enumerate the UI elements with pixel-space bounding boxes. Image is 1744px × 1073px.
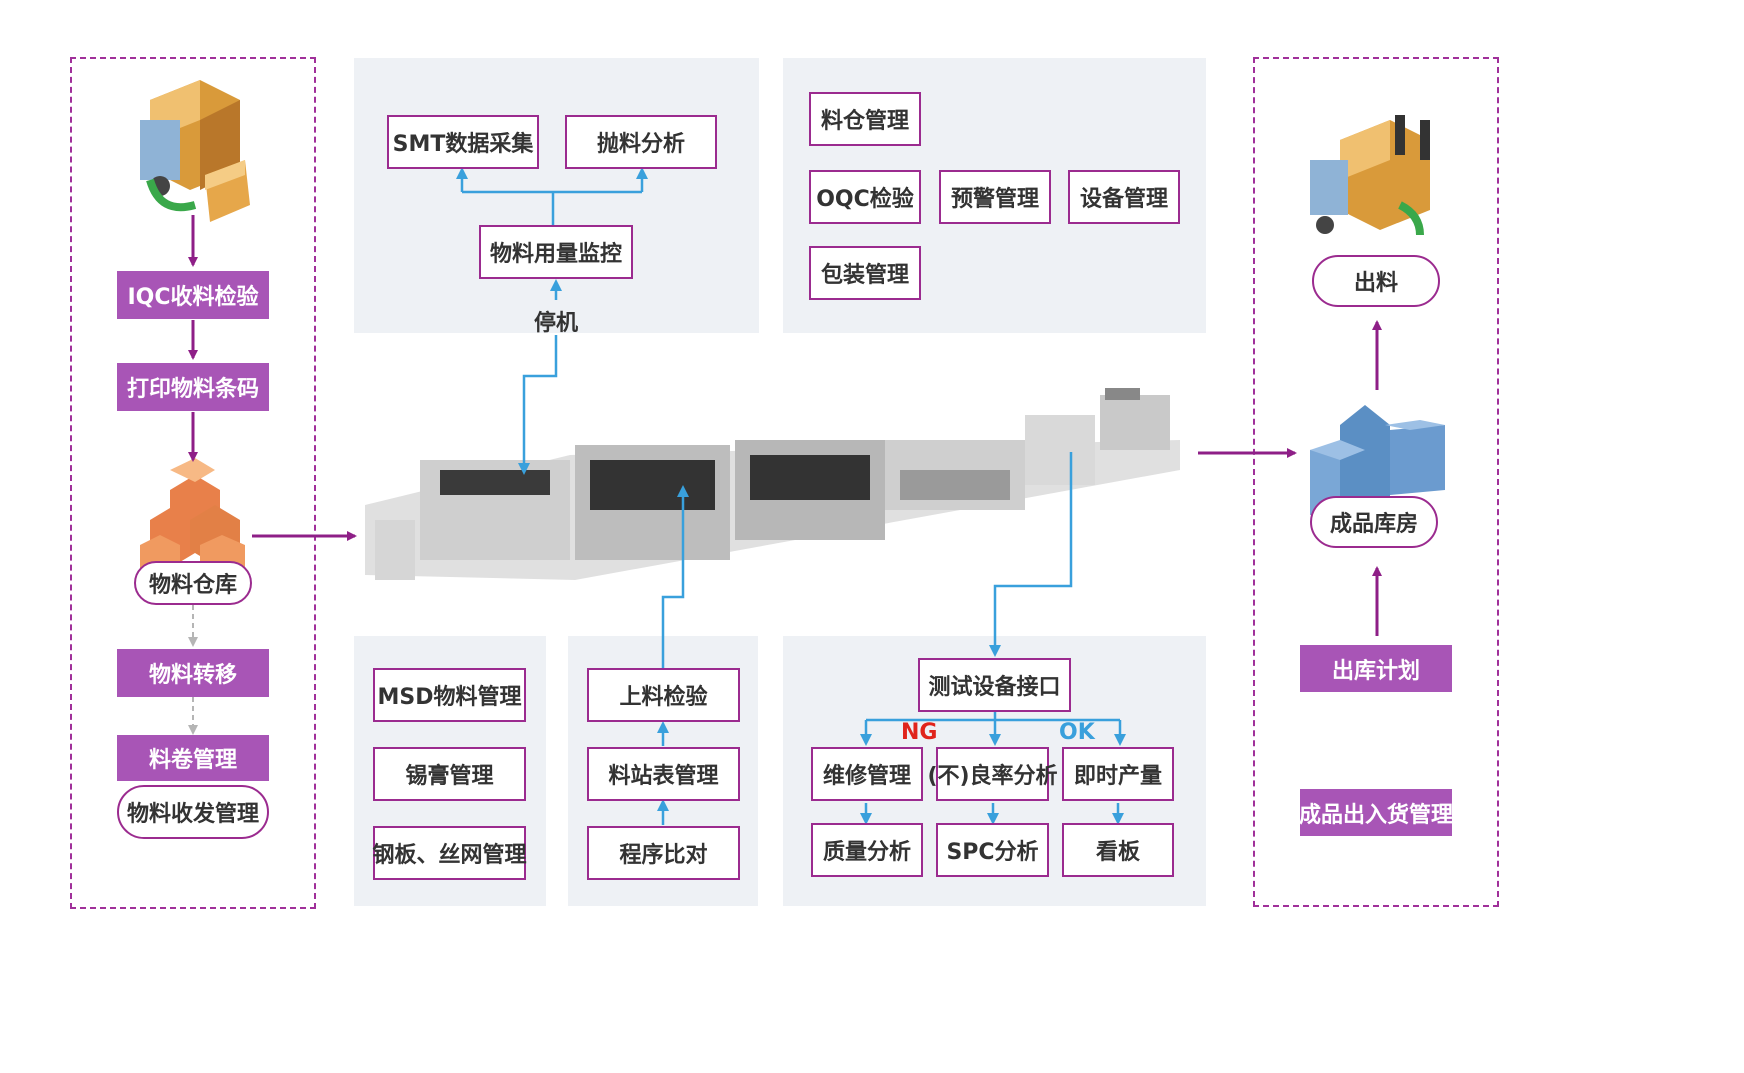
program-compare-box: 程序比对 [587,826,740,880]
stencil-screen-management-box: 钢板、丝网管理 [373,826,527,880]
equipment-management-box: 设备管理 [1068,170,1180,224]
repair-management-box: 维修管理 [811,747,923,801]
material-send-receive-pill: 物料收发管理 [117,785,269,839]
right-dashed-panel [1253,57,1499,907]
scrap-analysis-box: 抛料分析 [565,115,717,169]
left-dashed-panel [70,57,316,909]
solder-paste-management-box: 锡膏管理 [373,747,526,801]
oqc-inspection-box: OQC检验 [809,170,921,224]
feed-inspection-box: 上料检验 [587,668,740,722]
smt-data-collect-box: SMT数据采集 [387,115,539,169]
ok-label: OK [1059,720,1095,745]
finished-warehouse-icon [1310,405,1445,515]
kanban-board-box: 看板 [1062,823,1174,877]
ng-label: NG [901,720,938,745]
stop-label: 停机 [534,311,579,336]
material-usage-monitor-box: 物料用量监控 [479,225,633,279]
finished-warehouse-pill: 成品库房 [1310,496,1438,548]
outbound-truck-icon [1310,115,1430,236]
material-boxes-icon [140,458,245,578]
material-transfer-box: 物料转移 [117,649,269,697]
alert-management-box: 预警管理 [939,170,1051,224]
packaging-management-box: 包装管理 [809,246,921,300]
reel-management-box: 料卷管理 [117,735,269,781]
outbound-pill: 出料 [1312,255,1440,307]
yield-analysis-box: (不)良率分析 [927,747,1058,801]
realtime-output-box: 即时产量 [1062,747,1174,801]
msd-material-management-box: MSD物料管理 [373,668,526,722]
finished-goods-io-box: 成品出入货管理 [1299,789,1453,836]
test-equipment-interface-box: 测试设备接口 [918,658,1071,712]
outbound-plan-box: 出库计划 [1300,645,1452,692]
smt-line-machine-icon [365,388,1180,580]
iqc-inspection-box: IQC收料检验 [117,271,269,319]
print-barcode-box: 打印物料条码 [117,363,269,411]
quality-analysis-box: 质量分析 [811,823,923,877]
delivery-truck-icon [140,80,250,222]
spc-analysis-box: SPC分析 [936,823,1049,877]
station-table-management-box: 料站表管理 [587,747,740,801]
material-warehouse-pill: 物料仓库 [134,561,252,605]
bin-management-box: 料仓管理 [809,92,921,146]
